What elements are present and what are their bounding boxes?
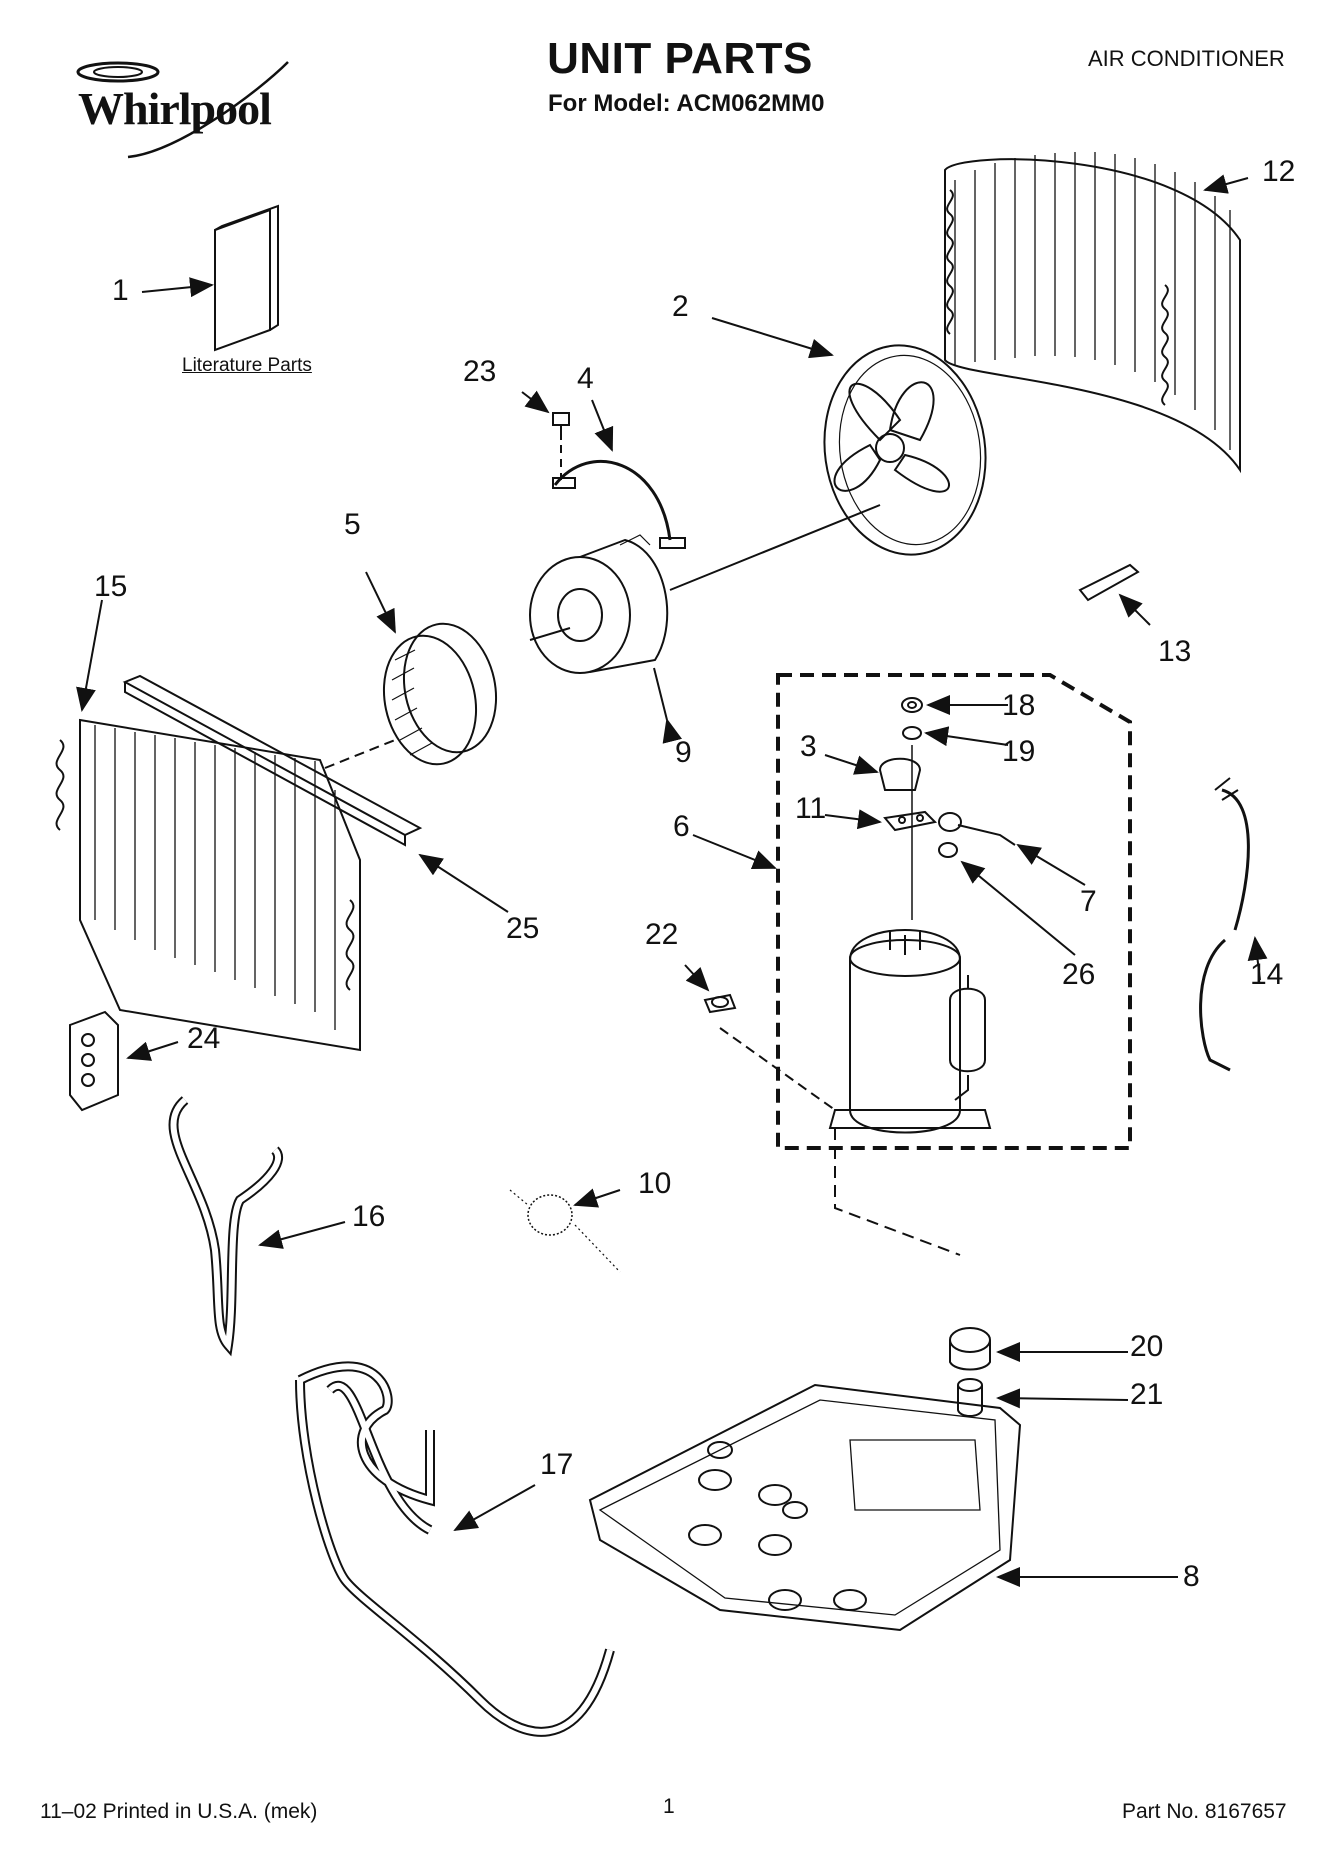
washer-part [902,726,922,740]
fan-blade-part [823,344,987,556]
terminal-block-part [69,1010,119,1112]
wire-tie-part [509,1189,621,1273]
callout-6: 6 [673,810,690,843]
callout-17: 17 [540,1448,574,1481]
callout-16: 16 [352,1200,386,1233]
overload-part [938,812,1016,846]
callout-18: 18 [1002,689,1036,722]
leader-5 [365,571,396,634]
leader-6 [692,834,777,870]
callout-2: 2 [672,290,689,323]
callout-7: 7 [1080,885,1097,918]
leader-23 [521,390,550,414]
leader-12 [1203,174,1249,194]
callout-9: 9 [675,736,692,769]
callout-5: 5 [344,508,361,541]
callout-24: 24 [187,1022,221,1055]
terminal-cover-part [878,757,922,791]
leader-14 [1247,936,1268,981]
callout-10: 10 [638,1167,672,1200]
leader-15 [76,599,103,712]
sleeve-part [957,1378,983,1417]
callout-23: 23 [463,355,497,388]
evaporator-coil-part [55,718,361,1052]
wire-harness-part [1199,777,1250,1072]
callout-20: 20 [1130,1330,1164,1363]
foam-strip-part [122,674,423,847]
grommet-part [703,993,737,1014]
whirlpool-logo: Whirlpool [58,52,298,162]
callout-12: 12 [1262,155,1296,188]
leader-2 [711,317,834,359]
part-number: Part No. 8167657 [1122,1800,1287,1823]
blower-wheel-part [382,622,498,766]
screw-part [552,412,570,440]
print-info: 11–02 Printed in U.S.A. (mek) [40,1800,318,1823]
category-label: AIR CONDITIONER [1088,46,1285,71]
leader-10 [573,1188,621,1208]
leader-1 [141,277,214,298]
brand-name: Whirlpool [78,83,272,134]
leader-19 [924,726,1009,747]
callout-4: 4 [577,362,594,395]
page-number: 1 [663,1795,675,1818]
callout-13: 13 [1158,635,1192,668]
callout-19: 19 [1002,735,1036,768]
condenser-coil-part [944,152,1241,474]
motor-strap-part [552,459,686,549]
callout-3: 3 [800,730,817,763]
leader-25 [418,853,509,913]
callout-22: 22 [645,918,679,951]
leader-9 [653,667,683,744]
tube-assembly-16 [168,1096,284,1357]
callout-21: 21 [1130,1378,1164,1411]
literature-parts-label: Literature Parts [182,355,312,376]
leader-16 [258,1221,346,1249]
leader-4 [591,399,614,452]
callout-1: 1 [112,274,129,307]
callout-8: 8 [1183,1560,1200,1593]
leader-3 [824,754,879,775]
leader-26 [960,860,1076,956]
logo-swirl-icon [76,61,289,159]
callout-25: 25 [506,912,540,945]
leader-22 [684,964,710,992]
compressor-assembly-box [776,673,1132,1150]
leader-13 [1118,593,1151,626]
nut-part [901,697,923,713]
leader-7 [1016,843,1086,886]
mount-grommet-part [949,1327,991,1371]
leader-24 [126,1041,179,1061]
callout-14: 14 [1250,958,1284,991]
fan-motor-part [529,534,669,674]
compressor-part [828,929,992,1134]
literature-booklet-part [214,204,279,352]
leader-11 [824,809,882,830]
overload-spacer-part [938,842,958,858]
tube-assembly-17 [295,1361,615,1737]
leader-21 [996,1388,1129,1409]
thermistor-part [1078,563,1140,602]
terminal-bracket-part [883,810,938,832]
callout-11: 11 [795,792,827,825]
callout-15: 15 [94,570,128,603]
leader-17 [453,1484,536,1531]
callout-26: 26 [1062,958,1096,991]
model-subtitle: For Model: ACM062MM0 [548,90,825,117]
page-title: UNIT PARTS [547,34,813,83]
base-pan-part [588,1383,1022,1632]
